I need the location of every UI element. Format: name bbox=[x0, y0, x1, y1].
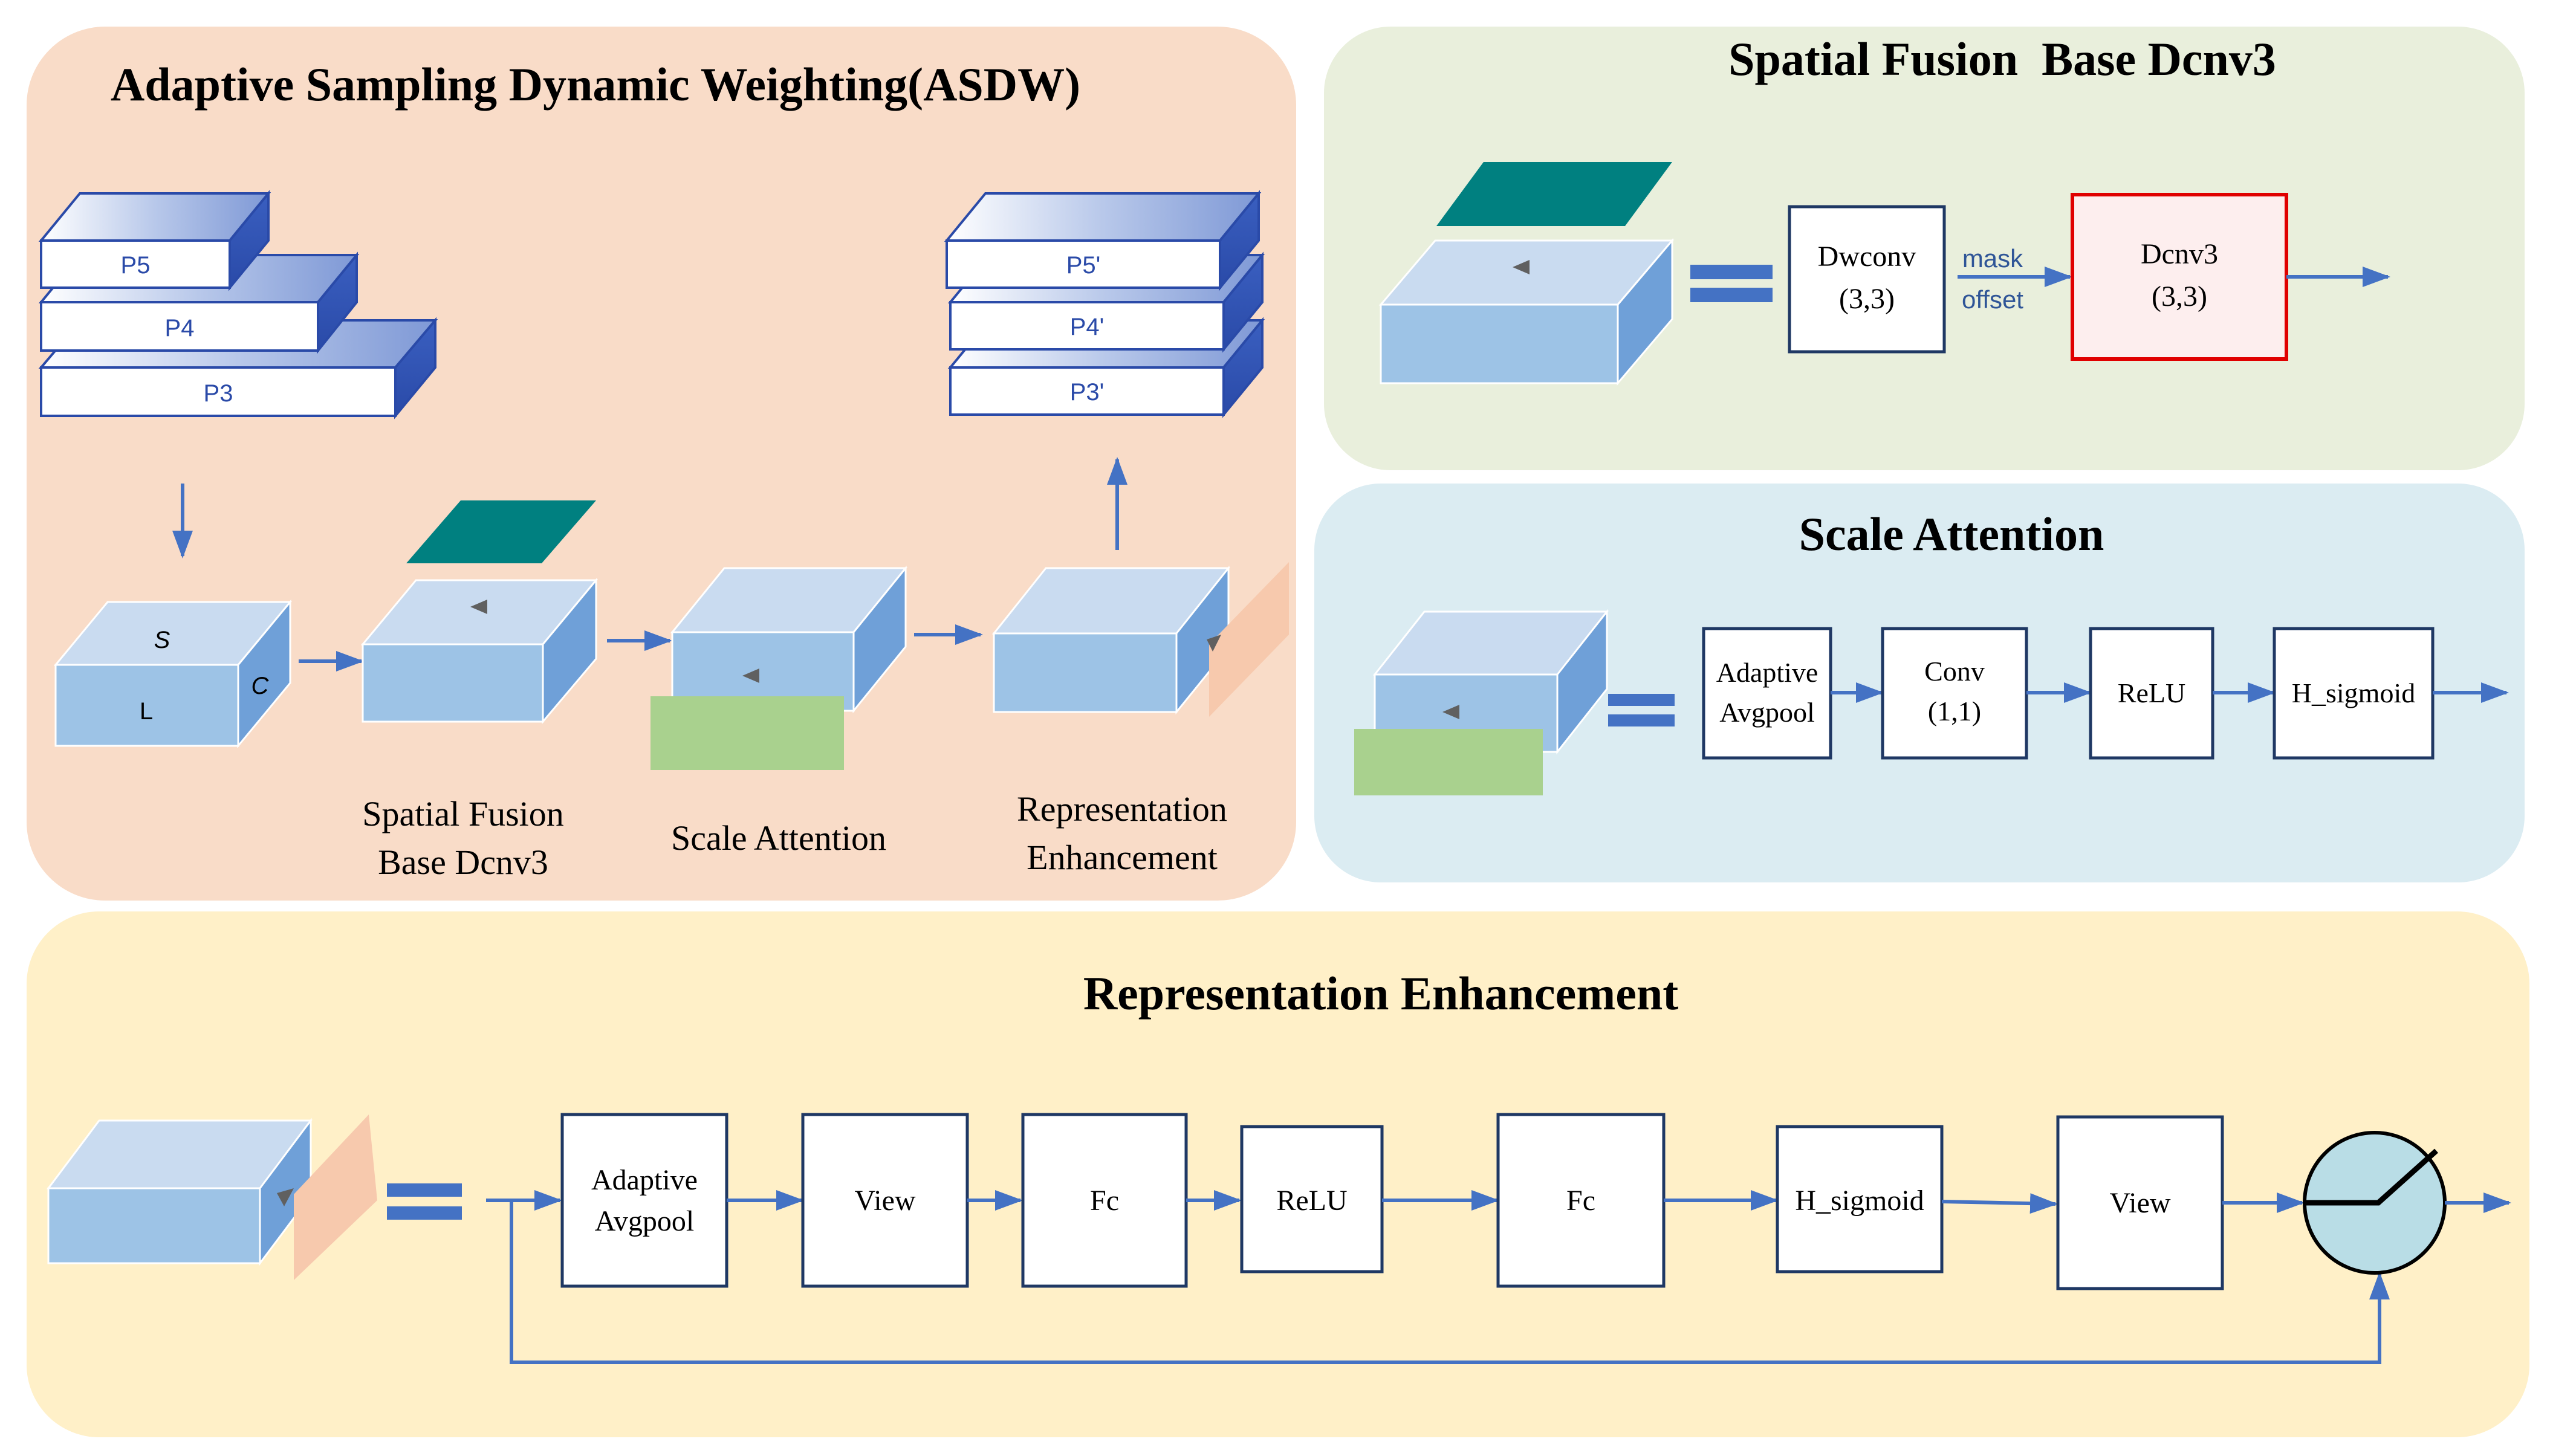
stage-caption-repr-line2: Enhancement bbox=[1027, 838, 1218, 877]
stage-caption-repr-line1: Representation bbox=[1017, 789, 1227, 829]
stage-caption-spatial-line1: Spatial Fusion bbox=[362, 794, 564, 833]
residual-connection bbox=[510, 1200, 2390, 1364]
scale-weight-plane bbox=[650, 696, 844, 770]
repr-hsigmoid-box: H_sigmoid bbox=[1776, 1125, 1944, 1273]
scale-attention-title: Scale Attention bbox=[1799, 508, 2104, 560]
sampling-point-icon bbox=[1513, 260, 1530, 274]
repr-fc2-label: Fc bbox=[1566, 1185, 1595, 1217]
repr-hsigmoid-label: H_sigmoid bbox=[1795, 1185, 1924, 1217]
repr-fc1-box: Fc bbox=[1021, 1113, 1188, 1288]
slab-label-p3-prime: P3' bbox=[1070, 379, 1105, 406]
dcnv3-label: Dcnv3 bbox=[2141, 238, 2218, 270]
dim-label-c: C bbox=[251, 673, 270, 699]
slab-label-p3: P3 bbox=[204, 380, 233, 407]
scale-avgpool-label-1: Adaptive bbox=[1716, 657, 1818, 688]
repr-relu-label: ReLU bbox=[1276, 1185, 1347, 1217]
sampling-point-icon bbox=[742, 668, 759, 683]
teal-offset-plane bbox=[1436, 162, 1672, 226]
sampling-point-icon bbox=[1442, 705, 1459, 719]
stage-caption-scale: Scale Attention bbox=[671, 818, 886, 858]
scale-weight-plane bbox=[1354, 729, 1543, 795]
dwconv-kernel: (3,3) bbox=[1839, 283, 1895, 315]
dcnv3-kernel: (3,3) bbox=[2152, 280, 2207, 312]
scale-hsigmoid-label: H_sigmoid bbox=[2292, 678, 2415, 708]
dim-label-l: L bbox=[140, 698, 153, 725]
slab-p5: P5 bbox=[38, 190, 271, 291]
asdw-title: Adaptive Sampling Dynamic Weighting(ASDW… bbox=[111, 58, 1080, 111]
scale-avgpool-label-2: Avgpool bbox=[1719, 697, 1815, 728]
slab-label-p5: P5 bbox=[121, 252, 151, 279]
equals-sign bbox=[1608, 694, 1675, 726]
scale-conv-label: Conv bbox=[1924, 656, 1985, 687]
repr-avgpool-box: Adaptive Avgpool bbox=[560, 1113, 728, 1288]
representation-title: Representation Enhancement bbox=[1083, 967, 1678, 1020]
repr-avgpool-label-2: Avgpool bbox=[595, 1205, 694, 1237]
offset-label: offset bbox=[1962, 285, 2023, 314]
slab-label-p4-prime: P4' bbox=[1070, 314, 1105, 340]
slab-p3: P3 bbox=[38, 317, 438, 419]
repr-fc2-box: Fc bbox=[1496, 1113, 1666, 1288]
dcnv3-box: Dcnv3 (3,3) bbox=[2071, 193, 2288, 361]
repr-view2-label: View bbox=[2109, 1187, 2170, 1219]
sampling-point-icon bbox=[470, 600, 487, 614]
repr-relu-box: ReLU bbox=[1240, 1125, 1384, 1273]
multiply-operator-icon bbox=[2303, 1131, 2447, 1275]
dim-label-s: S bbox=[154, 627, 170, 653]
arrow-hsigmoid-to-view bbox=[1941, 1193, 2058, 1214]
tensor-cube-spatial-fusion bbox=[360, 500, 599, 725]
equals-sign bbox=[387, 1183, 462, 1220]
channel-weight-plane bbox=[1209, 562, 1289, 717]
tensor-cube-slc: S L C bbox=[53, 599, 293, 749]
scale-tensor-cube bbox=[1354, 609, 1609, 795]
input-feature-stack: P3 P4 P5 bbox=[38, 190, 438, 419]
slab-label-p5-prime: P5' bbox=[1066, 252, 1101, 279]
repr-tensor-cube bbox=[47, 1115, 377, 1280]
repr-avgpool-label-1: Adaptive bbox=[591, 1164, 698, 1196]
slab-p5-prime: P5' bbox=[944, 190, 1262, 291]
repr-view2-box: View bbox=[2056, 1115, 2224, 1290]
stage-caption-spatial-line2: Base Dcnv3 bbox=[378, 843, 548, 882]
scale-conv-kernel: (1,1) bbox=[1928, 696, 1981, 726]
scale-relu-label: ReLU bbox=[2118, 678, 2185, 708]
tensor-cube-representation bbox=[991, 562, 1289, 717]
spatial-fusion-title: Spatial Fusion Base Dcnv3 bbox=[1728, 33, 2276, 85]
spatial-tensor-cube bbox=[1378, 162, 1675, 386]
scale-relu-box: ReLU bbox=[2089, 627, 2214, 760]
slab-label-p4: P4 bbox=[165, 315, 195, 341]
equals-sign bbox=[1690, 265, 1773, 302]
tensor-cube-scale-attention bbox=[650, 565, 908, 770]
dwconv-label: Dwconv bbox=[1818, 241, 1916, 273]
scale-avgpool-box: Adaptive Avgpool bbox=[1702, 627, 1832, 760]
teal-offset-plane bbox=[406, 500, 596, 563]
output-feature-stack: P3' P4' P5' bbox=[944, 190, 1265, 418]
scale-conv-box: Conv (1,1) bbox=[1881, 627, 2028, 760]
repr-fc1-label: Fc bbox=[1090, 1185, 1119, 1217]
repr-view1-box: View bbox=[801, 1113, 969, 1288]
mask-label: mask bbox=[1962, 244, 2023, 273]
dwconv-box: Dwconv (3,3) bbox=[1788, 205, 1946, 354]
repr-view1-label: View bbox=[854, 1185, 915, 1217]
scale-hsigmoid-box: H_sigmoid bbox=[2273, 627, 2435, 760]
channel-weight-plane bbox=[294, 1115, 377, 1280]
